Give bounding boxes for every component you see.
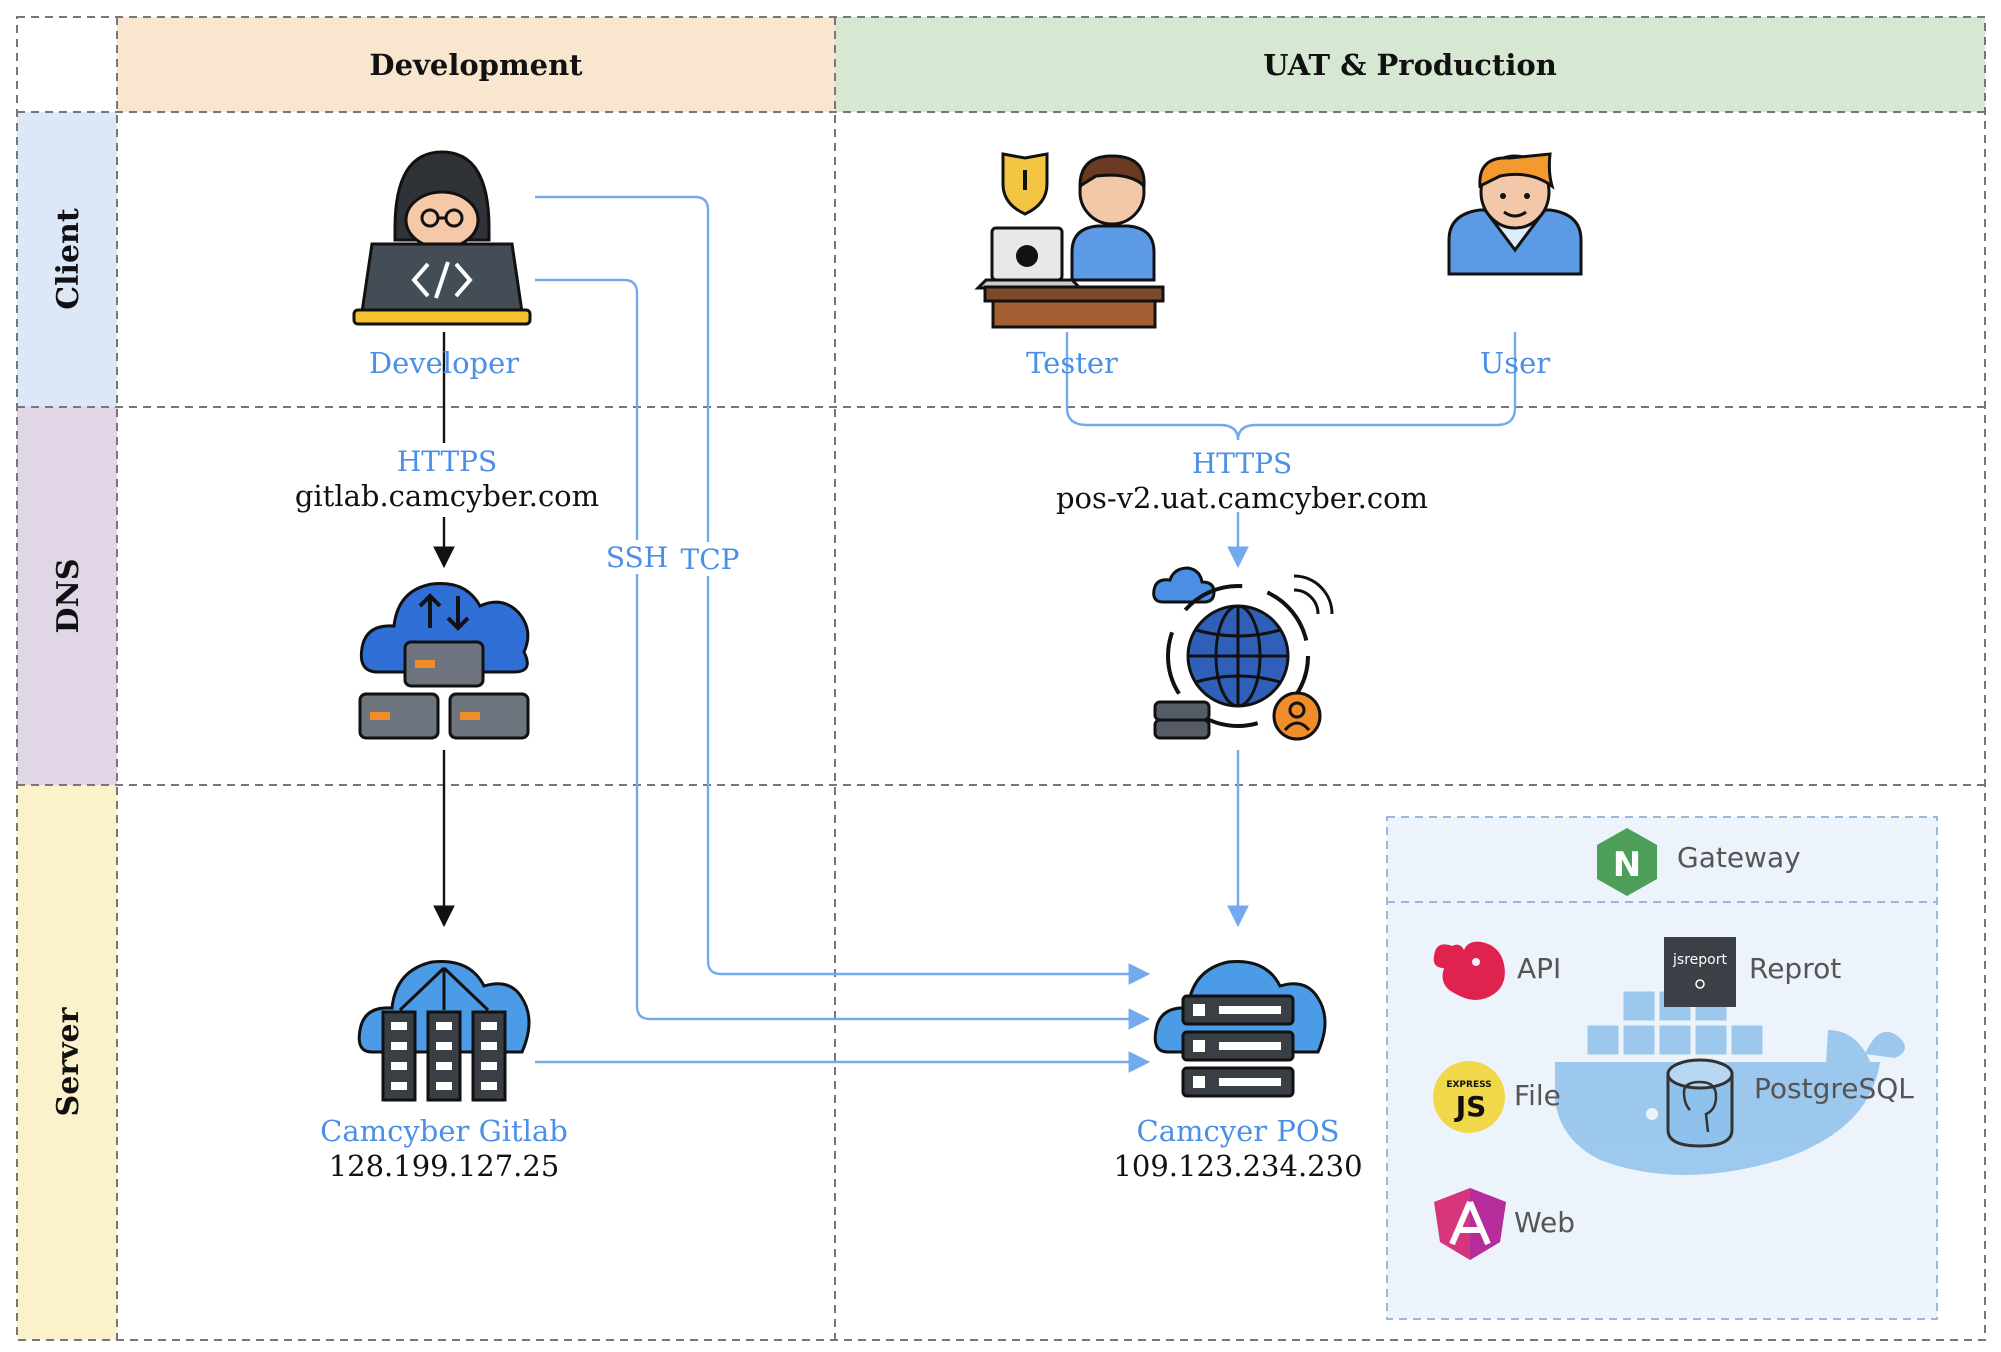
- uat-domain-label: pos-v2.uat.camcyber.com: [1056, 481, 1428, 515]
- angular-icon: [1434, 1188, 1506, 1260]
- lane-server-bg: [17, 785, 117, 1340]
- lane-client-bg: [17, 112, 117, 407]
- uat-protocol-label: HTTPS: [1192, 447, 1292, 480]
- pos-ip-label: 109.123.234.230: [1113, 1149, 1362, 1183]
- developer-label: Developer: [369, 346, 519, 380]
- dev-domain-label: gitlab.camcyber.com: [295, 479, 599, 513]
- express-logo-js: JS: [1454, 1090, 1487, 1123]
- report-label: Reprot: [1749, 952, 1841, 985]
- dns-server-cloud-icon: [358, 581, 530, 740]
- nestjs-icon: [1433, 941, 1505, 1000]
- lane-label-server: Server: [51, 1006, 86, 1116]
- nginx-icon: N: [1597, 828, 1657, 896]
- postgres-label: PostgreSQL: [1754, 1072, 1914, 1105]
- gateway-label: Gateway: [1677, 841, 1801, 874]
- gitlab-name-label: Camcyber Gitlab: [320, 1114, 568, 1148]
- gitlab-ip-label: 128.199.127.25: [329, 1149, 560, 1183]
- dev-protocol-label: HTTPS: [397, 445, 497, 478]
- postgresql-icon: [1666, 1058, 1734, 1148]
- tester-label: Tester: [1026, 346, 1118, 380]
- express-logo-small: EXPRESS: [1446, 1080, 1491, 1090]
- tcp-label-bg: [680, 542, 738, 576]
- ssh-label: SSH: [606, 541, 668, 574]
- ssh-label-bg: [604, 540, 670, 574]
- grid-lines: [16, 16, 1986, 1341]
- lane-label-client: Client: [51, 208, 86, 310]
- jsreport-icon: jsreport: [1664, 937, 1736, 1007]
- header-uat-bg: [835, 17, 1985, 112]
- tester-icon: [974, 152, 1165, 329]
- user-label: User: [1480, 346, 1550, 380]
- developer-icon: [352, 150, 532, 326]
- pos-server-icon: [1153, 960, 1327, 1098]
- lane-dns-bg: [17, 407, 117, 785]
- flow-lines: [433, 195, 1517, 1073]
- express-icon: EXPRESS JS: [1433, 1061, 1505, 1133]
- api-label: API: [1517, 952, 1561, 985]
- globe-network-icon: [1152, 566, 1334, 741]
- column-header-development: Development: [369, 48, 583, 82]
- lane-label-dns: DNS: [51, 558, 86, 633]
- column-header-uat-production: UAT & Production: [1263, 48, 1557, 82]
- gitlab-server-icon: [357, 960, 531, 1102]
- header-development-bg: [117, 17, 835, 112]
- user-icon: [1447, 152, 1583, 276]
- tcp-label: TCP: [681, 543, 740, 576]
- nginx-logo-letter: N: [1613, 845, 1641, 885]
- web-label: Web: [1514, 1206, 1575, 1239]
- file-label: File: [1514, 1079, 1561, 1112]
- pos-name-label: Camcyer POS: [1137, 1114, 1340, 1148]
- jsreport-logo-text: jsreport: [1672, 952, 1727, 968]
